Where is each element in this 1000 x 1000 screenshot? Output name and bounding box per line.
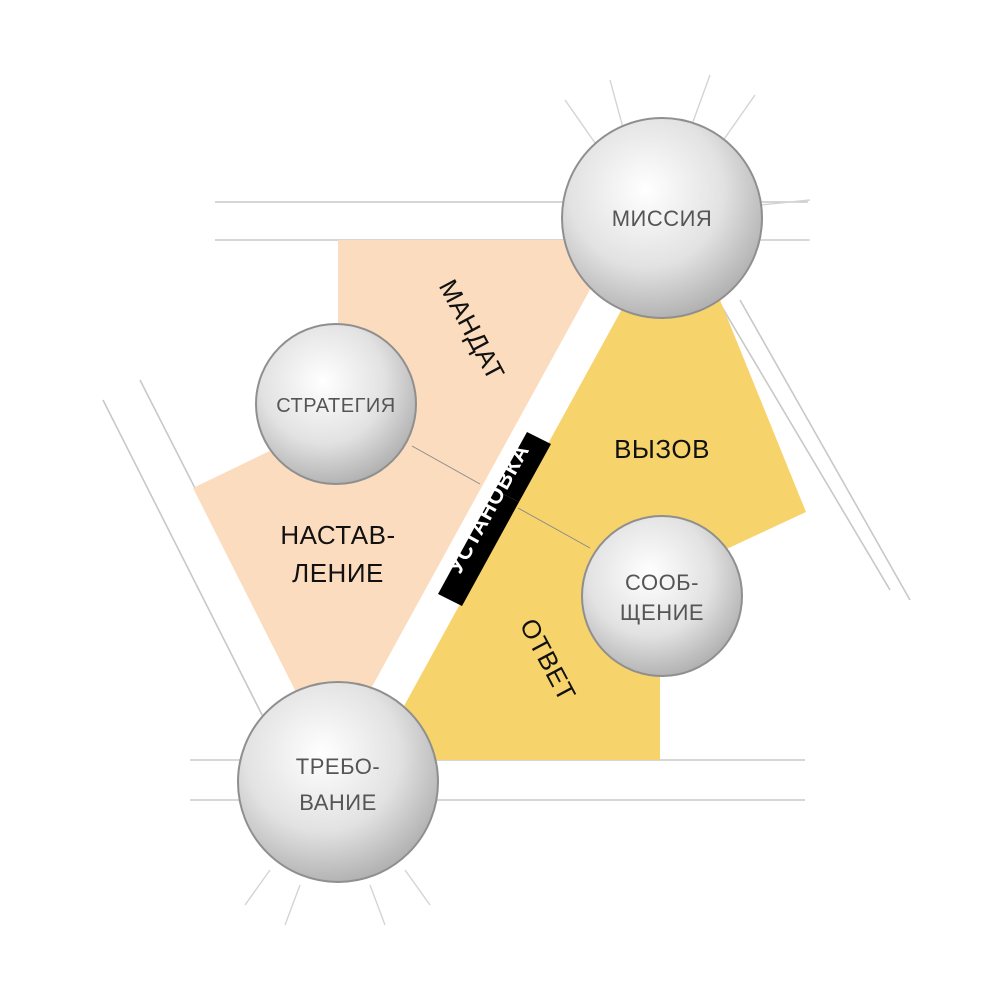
message-divider xyxy=(517,507,591,549)
requirement-rays xyxy=(190,759,431,926)
strategy-node: СТРАТЕГИЯ xyxy=(255,323,417,485)
requirement-label-line1: ТРЕБО- xyxy=(296,754,380,779)
guidance-label-line1: НАСТАВ- xyxy=(280,520,395,550)
mandate-guidance-region xyxy=(193,240,604,700)
message-label-line1: СООБ- xyxy=(625,570,699,595)
guidance-label-line2: ЛЕНИЕ xyxy=(292,558,384,588)
message-node: СООБ- ЩЕНИЕ xyxy=(581,515,743,677)
mission-label: МИССИЯ xyxy=(612,206,713,231)
mission-node: МИССИЯ xyxy=(561,117,763,319)
requirement-node: ТРЕБО- ВАНИЕ xyxy=(237,681,439,883)
strategy-divider xyxy=(411,445,481,485)
requirement-label-line2: ВАНИЕ xyxy=(299,790,377,815)
mission-rays xyxy=(564,74,811,241)
strategy-label: СТРАТЕГИЯ xyxy=(276,395,395,417)
message-label-line2: ЩЕНИЕ xyxy=(620,600,704,625)
challenge-response-region xyxy=(404,290,806,760)
challenge-label: ВЫЗОВ xyxy=(614,434,710,464)
